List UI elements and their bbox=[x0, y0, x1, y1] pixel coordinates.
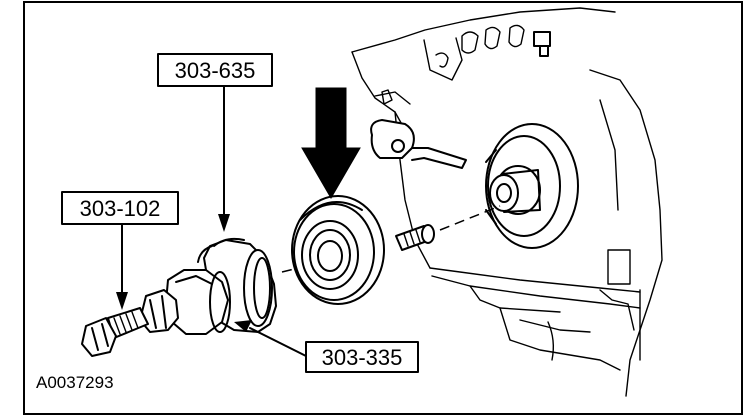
label-303-635: 303-635 bbox=[157, 53, 273, 87]
svg-text:303-102: 303-102 bbox=[80, 196, 161, 221]
alignment-centerline bbox=[281, 205, 501, 273]
leader-303-335 bbox=[234, 320, 307, 357]
adapter-303-335 bbox=[165, 269, 231, 335]
crankshaft-front-seal bbox=[291, 195, 385, 305]
svg-text:303-635: 303-635 bbox=[175, 58, 256, 83]
forcing-screw-303-102 bbox=[81, 289, 179, 357]
svg-text:303-335: 303-335 bbox=[322, 345, 403, 370]
figure-id: A0037293 bbox=[36, 373, 114, 392]
crankshaft-pulley bbox=[485, 123, 579, 249]
crankshaft-stud bbox=[395, 224, 435, 251]
label-303-335: 303-335 bbox=[305, 341, 419, 373]
leader-303-102 bbox=[116, 223, 128, 310]
install-direction-arrow-icon bbox=[301, 87, 361, 199]
leader-303-635 bbox=[218, 85, 230, 232]
label-303-102: 303-102 bbox=[61, 191, 179, 225]
engine-block bbox=[351, 7, 663, 397]
